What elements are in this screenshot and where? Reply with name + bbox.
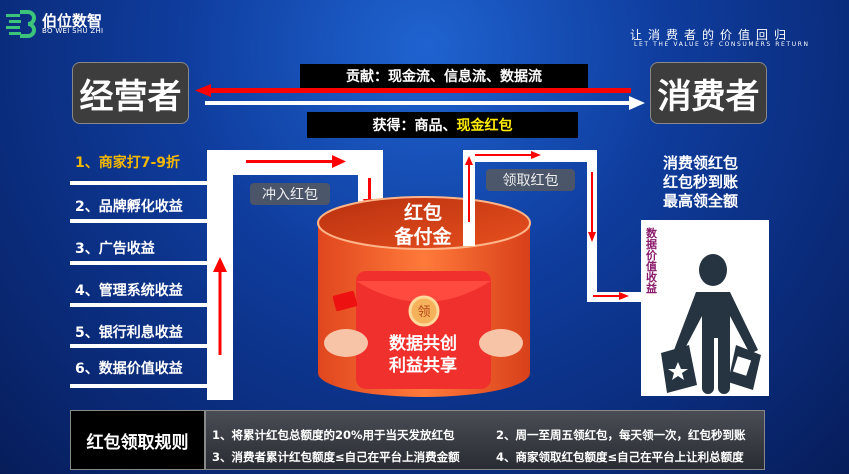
pool-title-line2: 备付金 bbox=[394, 226, 452, 248]
consumer-card: 数据价值收益 bbox=[641, 220, 769, 396]
consumer-benefit: 红包秒到账 bbox=[663, 173, 739, 191]
divider bbox=[70, 303, 210, 307]
divider bbox=[70, 384, 210, 388]
red-arrow-left bbox=[195, 84, 631, 97]
logo-icon bbox=[6, 10, 36, 38]
rules-title: 红包领取规则 bbox=[70, 410, 205, 470]
divider bbox=[70, 219, 210, 223]
deposit-tag: 冲入红包 bbox=[250, 183, 330, 205]
gain-highlight: 现金红包 bbox=[456, 118, 513, 134]
pool-slogan: 数据共创 利益共享 bbox=[378, 333, 468, 377]
consumer-benefits: 消费领红包 红包秒到账 最高领全额 bbox=[663, 154, 738, 211]
contribute-label: 贡献：现金流、信息流、数据流 bbox=[300, 64, 588, 88]
divider bbox=[70, 181, 210, 185]
coin-label: 领 bbox=[417, 305, 430, 320]
rule-item: 1、将累计红包总额度的20%用于当天发放红包 bbox=[212, 428, 455, 442]
rule-item: 3、消费者累计红包额度≤自己在平台上消费金额 bbox=[212, 450, 460, 464]
rules-body: 1、将累计红包总额度的20%用于当天发放红包 2、周一至周五领红包，每天领一次，… bbox=[205, 410, 765, 470]
divider bbox=[70, 261, 210, 265]
benefit-item: 6、数据价值收益 bbox=[75, 361, 183, 377]
benefit-item: 4、管理系统收益 bbox=[75, 283, 183, 299]
benefit-item: 5、银行利息收益 bbox=[75, 325, 183, 341]
gain-prefix: 获得：商品、 bbox=[372, 118, 457, 134]
rule-item: 4、商家领取红包额度≤自己在平台上让利总额度 bbox=[496, 450, 744, 464]
receive-tag: 领取红包 bbox=[486, 169, 575, 191]
pool-title: 红包 备付金 bbox=[378, 201, 468, 249]
flow-arrows bbox=[195, 84, 645, 110]
rule-item: 2、周一至周五领红包，每天领一次，红包秒到账 bbox=[496, 428, 746, 442]
red-envelope-pool: 领 bbox=[317, 196, 531, 397]
benefit-item: 3、广告收益 bbox=[75, 241, 155, 257]
gain-label: 获得：商品、现金红包 bbox=[307, 112, 578, 138]
consumer-box: 消费者 bbox=[650, 62, 767, 124]
pool-slogan-line2: 利益共享 bbox=[389, 356, 457, 376]
merchant-box: 经营者 bbox=[72, 62, 189, 124]
benefit-item: 2、品牌孵化收益 bbox=[75, 199, 183, 215]
benefit-item: 1、商家打7-9折 bbox=[75, 155, 181, 171]
pool-slogan-line1: 数据共创 bbox=[389, 334, 457, 354]
pool-title-line1: 红包 bbox=[403, 202, 442, 224]
slogan-en: LET THE VALUE OF CONSUMERS RETURN bbox=[634, 41, 810, 48]
divider bbox=[70, 344, 210, 348]
slogan: 让消费者的价值回归 bbox=[630, 28, 793, 42]
receive-arrows bbox=[465, 151, 629, 300]
white-arrow-right bbox=[205, 96, 645, 110]
logo-name: 伯位数智 bbox=[42, 12, 103, 30]
consumer-side-label: 数据价值收益 bbox=[646, 227, 657, 295]
consumer-benefit: 消费领红包 bbox=[663, 154, 739, 172]
shopper-icon bbox=[661, 254, 761, 394]
logo-subtitle: BO WEI SHU ZHI bbox=[42, 27, 104, 35]
consumer-benefit: 最高领全额 bbox=[663, 192, 739, 210]
